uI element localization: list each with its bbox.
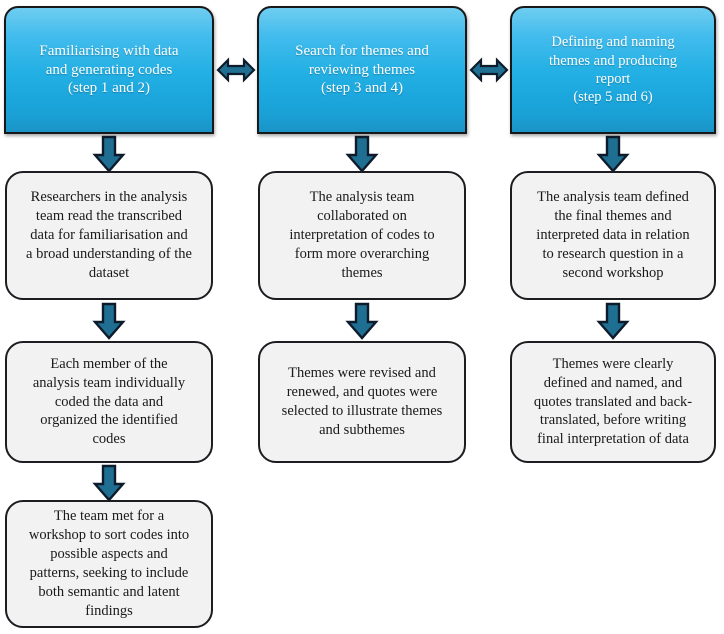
arrow-down-icon-col3step1-col3step2 (593, 302, 633, 340)
col1-step1-line-2: team read the transcribed (35, 208, 183, 225)
arrow-down-icon-phase2-col2step1 (342, 135, 382, 173)
arrow-down-icon-col1step2-col1step3 (89, 464, 129, 502)
arrow-down-icon-phase3-col3step1 (593, 135, 633, 173)
phase-box-2-line-2: reviewing themes (308, 61, 416, 78)
col2-step2-line-2: renewed, and quotes were (286, 384, 438, 401)
col1-step3-line-5: both semantic and latent (38, 583, 180, 600)
phase-box-3-line-1: Defining and naming (551, 34, 675, 51)
arrow-down-icon-col1step1-col1step2 (89, 302, 129, 340)
col3-step2-line-5: final interpretation of data (537, 431, 689, 448)
step-box-col3-step1-text: The analysis team defined the final them… (522, 188, 704, 282)
col1-step2-line-1: Each member of the (50, 355, 168, 372)
col2-step2-line-4: and subthemes (319, 421, 405, 438)
col1-step2-line-3: coded the data and (54, 393, 164, 410)
col1-step2-line-5: codes (92, 431, 126, 448)
step-box-col3-step2-text: Themes were clearly defined and named, a… (522, 355, 704, 449)
col2-step2-line-1: Themes were revised and (288, 365, 436, 382)
col2-step1-line-5: themes (341, 264, 383, 281)
col1-step3-line-2: workshop to sort codes into (28, 527, 190, 544)
step-box-col2-step1[interactable]: The analysis team collaborated on interp… (258, 171, 466, 300)
col3-step2-line-3: quotes translated and back- (533, 393, 693, 410)
step-box-col3-step1[interactable]: The analysis team defined the final them… (510, 171, 716, 300)
col2-step2-line-3: selected to illustrate themes (281, 403, 443, 419)
phase-box-3-line-4: (step 5 and 6) (573, 89, 653, 106)
phase-box-3-text: Defining and naming themes and producing… (520, 33, 706, 106)
step-box-col1-step1[interactable]: Researchers in the analysis team read th… (5, 171, 213, 300)
step-box-col2-step2[interactable]: Themes were revised and renewed, and quo… (258, 341, 466, 463)
col1-step3-line-4: patterns, seeking to include (29, 565, 189, 581)
col3-step2-line-2: defined and named, and (543, 374, 683, 391)
step-box-col2-step1-text: The analysis team collaborated on interp… (270, 188, 454, 282)
step-box-col1-step3[interactable]: The team met for a workshop to sort code… (5, 500, 213, 628)
col3-step1-line-3: interpreted data in relation (536, 227, 690, 244)
double-arrow-icon-phase1-phase2 (216, 55, 256, 85)
col3-step1-line-5: second workshop (562, 264, 664, 281)
phase-box-3-line-2: themes and producing (548, 52, 678, 69)
col1-step3-line-6: findings (85, 602, 133, 619)
col3-step1-line-4: to research question in a (542, 245, 684, 262)
col1-step1-line-4: a broad understanding of the (26, 245, 192, 262)
step-box-col1-step1-text: Researchers in the analysis team read th… (17, 188, 201, 282)
col3-step2-line-1: Themes were clearly (552, 355, 674, 372)
double-arrow-icon-phase2-phase3 (469, 55, 509, 85)
phase-box-1-line-3: (step 1 and 2) (67, 80, 151, 97)
col1-step1-line-1: Researchers in the analysis (30, 189, 188, 206)
col1-step3-line-1: The team met for a (53, 508, 165, 525)
col3-step2-line-4: translated, before writing (539, 412, 687, 429)
step-box-col2-step2-text: Themes were revised and renewed, and quo… (270, 364, 454, 439)
phase-box-2-text: Search for themes and reviewing themes (… (267, 42, 457, 99)
col2-step1-line-2: collaborated on (317, 208, 407, 225)
phase-box-3[interactable]: Defining and naming themes and producing… (510, 6, 716, 134)
col1-step1-line-3: data for familiarisation and (30, 227, 188, 244)
step-box-col3-step2[interactable]: Themes were clearly defined and named, a… (510, 341, 716, 463)
phase-box-2-line-3: (step 3 and 4) (320, 80, 404, 97)
step-box-col1-step2-text: Each member of the analysis team individ… (17, 355, 201, 449)
phase-box-1-text: Familiarising with data and generating c… (14, 42, 204, 99)
phase-box-1-line-1: Familiarising with data (39, 42, 179, 59)
col3-step1-line-1: The analysis team defined (537, 189, 689, 206)
col1-step1-line-5: dataset (88, 264, 130, 281)
arrow-down-icon-phase1-col1step1 (89, 135, 129, 173)
step-box-col1-step2[interactable]: Each member of the analysis team individ… (5, 341, 213, 463)
col1-step2-line-2: analysis team individually (32, 374, 186, 391)
col1-step2-line-4: organized the identified (40, 412, 178, 429)
step-box-col1-step3-text: The team met for a workshop to sort code… (17, 507, 201, 620)
arrow-down-icon-col2step1-col2step2 (342, 302, 382, 340)
col2-step1-line-1: The analysis team (309, 189, 415, 206)
col2-step1-line-3: interpretation of codes to (289, 227, 435, 244)
col2-step1-line-4: form more overarching (294, 245, 430, 262)
col1-step3-line-3: possible aspects and (50, 546, 168, 563)
col3-step1-line-2: the final themes and (554, 208, 672, 225)
phase-box-1-line-2: and generating codes (45, 61, 173, 78)
phase-box-2[interactable]: Search for themes and reviewing themes (… (257, 6, 467, 134)
phase-box-1[interactable]: Familiarising with data and generating c… (4, 6, 214, 134)
phase-box-2-line-1: Search for themes and (295, 42, 429, 59)
phase-box-3-line-3: report (595, 71, 631, 87)
